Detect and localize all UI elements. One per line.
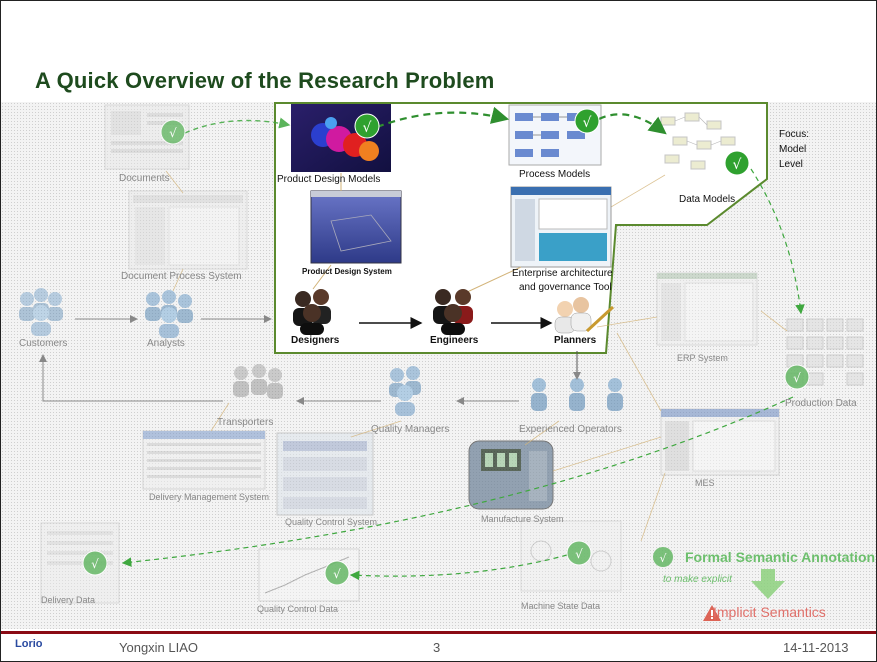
system-links	[165, 170, 788, 542]
focus-note-line: Focus:	[779, 129, 810, 140]
enterprise-tool-image	[510, 186, 612, 268]
erp-system-image	[656, 272, 758, 346]
quality-control-system-image	[276, 432, 374, 516]
label-product-design-models: Product Design Models	[277, 174, 381, 185]
label-enterprise-tool-line2: and governance Tool	[519, 282, 612, 293]
footer-page-number: 3	[433, 640, 441, 655]
label-quality-control-system: Quality Control System	[285, 517, 378, 527]
label-customers: Customers	[19, 338, 68, 349]
transporters-people-icon	[233, 364, 283, 399]
label-planners: Planners	[554, 335, 597, 346]
process-models-check-badge: √	[574, 108, 600, 134]
label-engineers: Engineers	[430, 335, 479, 346]
document-process-system-image	[128, 190, 248, 270]
svg-text:√: √	[333, 567, 341, 581]
process-to-data-arrow	[598, 113, 667, 135]
slide-title: A Quick Overview of the Research Problem	[35, 68, 495, 93]
legend-to-make-explicit: to make explicit	[663, 574, 732, 585]
svg-text:√: √	[363, 120, 372, 136]
designers-people-icon	[293, 289, 331, 335]
product-design-system-image	[310, 190, 402, 264]
quality-control-data-check-badge: √	[324, 560, 350, 586]
mes-image	[660, 408, 780, 476]
product-design-models-image	[291, 104, 391, 172]
label-machine-state-data: Machine State Data	[521, 601, 601, 611]
lorio-logo: Lorio	[15, 638, 43, 650]
svg-text:√: √	[583, 115, 592, 131]
label-analysts: Analysts	[147, 338, 185, 349]
label-experienced-operators: Experienced Operators	[519, 424, 622, 435]
label-enterprise-tool-line1: Enterprise architecture	[512, 268, 613, 279]
production-data-check-badge: √	[784, 364, 810, 390]
legend-check-badge: √	[653, 547, 673, 567]
legend-implicit-semantics: Implicit Semantics	[713, 604, 826, 620]
label-quality-managers: Quality Managers	[371, 424, 450, 435]
experienced-operators-people-icon	[531, 378, 623, 411]
label-document-process-system: Document Process System	[121, 271, 242, 282]
data-models-image	[660, 112, 736, 170]
documents-to-pdm-arrow	[184, 117, 291, 134]
label-manufacture-system: Manufacture System	[481, 514, 564, 524]
focus-note-line: Level	[779, 159, 803, 170]
label-delivery-data: Delivery Data	[41, 595, 96, 605]
data-to-production-arrow	[750, 168, 805, 315]
label-designers: Designers	[291, 335, 340, 346]
machine-state-data-image	[520, 520, 622, 592]
pdm-to-process-arrow	[376, 106, 510, 129]
legend-formal-annotation: Formal Semantic Annotation	[685, 549, 876, 565]
engineers-people-icon	[433, 289, 473, 335]
manufacture-system-image	[468, 440, 554, 510]
svg-text:√: √	[169, 126, 177, 140]
delivery-data-check-badge: √	[82, 550, 108, 576]
label-delivery-management-system: Delivery Management System	[149, 492, 270, 502]
legend-down-arrow	[751, 569, 785, 599]
svg-text:√: √	[793, 371, 801, 385]
label-data-models: Data Models	[679, 194, 736, 205]
svg-text:√: √	[91, 557, 99, 571]
tool-to-engineers-link	[464, 266, 522, 294]
machine-to-qcdata-arrow	[349, 554, 568, 581]
machine-state-data-check-badge: √	[566, 540, 592, 566]
label-transporters: Transporters	[217, 417, 274, 428]
quality-managers-people-icon	[389, 366, 421, 416]
label-documents: Documents	[119, 173, 170, 184]
pdm-check-badge: √	[354, 113, 380, 139]
production-data-image	[786, 318, 864, 386]
label-quality-control-data: Quality Control Data	[257, 604, 339, 614]
footer-author: Yongxin LIAO	[119, 640, 199, 655]
footer-rule	[1, 631, 876, 634]
label-process-models: Process Models	[519, 169, 591, 180]
label-product-design-system: Product Design System	[302, 267, 392, 276]
pds-to-designers-link	[312, 264, 332, 290]
svg-text:√: √	[733, 157, 742, 173]
label-production-data: Production Data	[785, 398, 857, 409]
label-mes: MES	[695, 478, 715, 488]
focus-note-line: Model	[779, 144, 807, 155]
documents-check-badge: √	[160, 119, 186, 145]
analysts-people-icon	[145, 290, 193, 338]
footer-date: 14-11-2013	[783, 640, 849, 655]
customers-people-icon	[19, 288, 63, 336]
focus-note: Focus: Model Level	[779, 127, 827, 172]
delivery-management-system-image	[142, 430, 266, 490]
label-erp-system: ERP System	[677, 353, 728, 363]
svg-text:√: √	[659, 552, 667, 565]
svg-text:√: √	[575, 547, 583, 561]
planners-people-icon	[554, 297, 615, 334]
transporters-customers-arrow	[39, 354, 223, 402]
data-models-check-badge: √	[724, 150, 750, 176]
warning-icon	[703, 605, 721, 621]
